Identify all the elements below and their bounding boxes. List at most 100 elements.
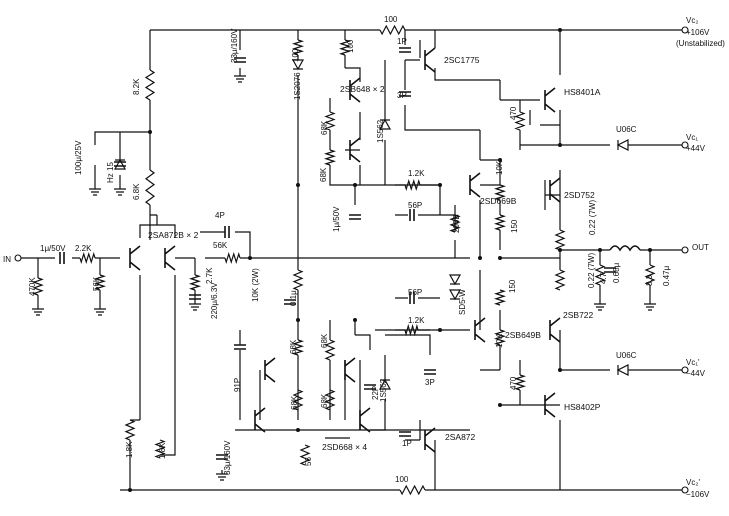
label-2sd669b: 2SD669B: [480, 196, 517, 206]
label-100-col: 100: [291, 48, 300, 62]
label-in: IN: [3, 255, 11, 264]
transistor-2sa872: [424, 427, 436, 453]
capacitor-4p: [224, 226, 230, 238]
resistor-56k-in: [93, 274, 107, 291]
label-68k-d: 68K: [320, 333, 329, 348]
label-r100-bottom: 100: [395, 475, 409, 484]
label-100u-25v: 100μ/25V: [74, 140, 83, 175]
label-150-top: 150: [510, 219, 519, 233]
label-8-2k: 8.2K: [132, 78, 141, 95]
ground-4-7: [594, 300, 606, 311]
ground-33u-top: [234, 72, 246, 83]
diode-sd5w-b: [448, 289, 462, 301]
ground-zener: [114, 185, 126, 196]
resistor-2-7k: [188, 274, 202, 291]
transistor-2sd668-b: [254, 407, 266, 433]
label-plus-106v: +106V: [686, 28, 710, 37]
label-0-1u: 0.1μ: [289, 290, 298, 306]
label-10k-bot: 10K: [495, 333, 504, 348]
label-68k-e: 68K: [290, 395, 299, 410]
label-3p-top: 3P: [397, 91, 407, 100]
resistor-68k-f: [324, 389, 336, 411]
capacitor-33u-top: [234, 57, 246, 63]
label-r100-top: 100: [384, 15, 398, 24]
resistor-10k-2w: [292, 269, 304, 291]
label-2-2k: 2.2K: [75, 244, 92, 253]
label-hs8402p: HS8402P: [564, 402, 601, 412]
label-3p-bot: 3P: [425, 378, 435, 387]
transistor-2sd752: [549, 177, 561, 203]
transistor-2sd668-c: [344, 357, 356, 383]
label-1s562-bot: 1S562: [379, 378, 388, 402]
label-1-2k-bot: 1.2K: [408, 316, 425, 325]
resistor-6-8k: [144, 169, 156, 206]
label-470-bot: 470: [509, 376, 518, 390]
label-200b: 200B: [452, 214, 461, 233]
label-2sd752: 2SD752: [564, 190, 595, 200]
label-minus-44v: −44V: [686, 369, 706, 378]
diode-u06c-top: [616, 139, 629, 151]
label-3-3: 3.3: [645, 274, 654, 286]
label-vc1-plus: Vc₁: [686, 133, 698, 142]
label-vc2-plus: Vc₂: [686, 16, 698, 25]
resistor-1-8k-a: [124, 419, 136, 441]
label-hs8401a: HS8401A: [564, 87, 601, 97]
capacitor-220u: [189, 294, 201, 300]
label-33u-top: 33μ/160V: [230, 28, 239, 63]
label-minus-106v: −106V: [686, 490, 710, 499]
label-0-68u: 0.68μ: [612, 262, 621, 283]
label-1p-top: 1P: [397, 37, 407, 46]
inductor-0-47u: [609, 245, 641, 252]
vc2-plus-terminal: [681, 26, 689, 34]
label-56k-fb: 56K: [213, 241, 228, 250]
resistor-68k-e: [292, 389, 304, 411]
resistor-56k-fb: [224, 251, 241, 265]
capacitor-100u-25v: [114, 161, 126, 167]
label-0-47u: 0.47μ: [662, 265, 671, 286]
label-22p: 22P: [371, 386, 380, 400]
label-2sb648: 2SB648 × 2: [340, 84, 385, 94]
vc1-minus-terminal: [681, 366, 689, 374]
ground-220u: [189, 300, 201, 311]
label-56p-bot: 56P: [408, 288, 422, 297]
labels: IN OUT Vc₂ +106V (Unstabilized) Vc₁ +44V…: [3, 15, 725, 499]
label-vc2-minus: Vc₂': [686, 478, 700, 487]
resistor-10k-bot: [493, 329, 507, 346]
label-10k-2w: 10K (2W): [251, 268, 260, 302]
resistor-100-bottom: [399, 484, 426, 496]
label-sd5w: SD5-W: [458, 289, 467, 315]
capacitor-1p-top: [399, 47, 411, 53]
label-4p: 4P: [215, 211, 225, 220]
label-470-top: 470: [509, 106, 518, 120]
label-2sa872b: 2SA872B × 2: [148, 230, 199, 240]
junction-18: [128, 488, 132, 492]
resistor-56: [299, 444, 311, 466]
transistor-2sa872b-b: [164, 245, 176, 271]
junction-6: [558, 143, 562, 147]
label-6-8k: 6.8K: [132, 183, 141, 200]
resistor-1-2k-top: [404, 178, 421, 192]
transistor-2sd669b: [469, 172, 481, 198]
junction-3: [353, 183, 357, 187]
capacitor-1p-bot: [399, 431, 411, 437]
diode-1s562-bot: [378, 378, 392, 390]
resistor-8-2k: [144, 69, 156, 101]
transistor-hs8402p: [544, 392, 556, 418]
junction-10: [498, 256, 502, 260]
label-56p-top: 56P: [408, 201, 422, 210]
resistor-100-top: [379, 24, 406, 36]
label-plus-44v: +44V: [686, 144, 706, 153]
capacitor-56p-bot: [409, 292, 415, 304]
label-1-8k-b: 1.8K: [158, 442, 167, 459]
capacitor-1u-50v-mid: [349, 214, 361, 220]
resistor-2-2k: [79, 251, 96, 265]
label-0-22-bot: 0.22 (7W): [587, 253, 596, 288]
label-vc1-minus: Vc₁': [686, 358, 700, 367]
capacitor-33u-bot: [216, 454, 228, 460]
resistor-470-bot: [513, 374, 527, 391]
junction-7: [558, 248, 562, 252]
label-10k-top: 10K: [495, 160, 504, 175]
resistor-1-2k-bot: [404, 323, 419, 337]
label-68k-c: 68K: [289, 339, 298, 354]
